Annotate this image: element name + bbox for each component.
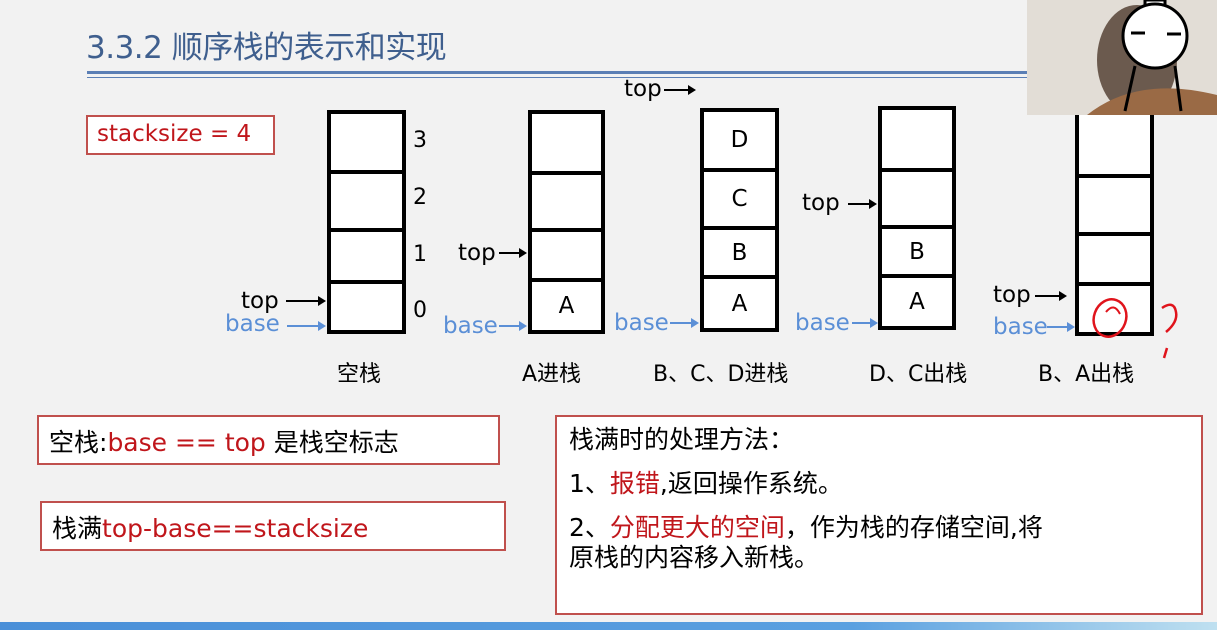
stack-cell: A xyxy=(532,278,601,330)
top-pointer-label: top xyxy=(802,190,840,216)
stack-cell xyxy=(331,280,402,330)
item-highlight: 报错 xyxy=(609,469,660,498)
top-pointer-label: top xyxy=(993,282,1031,308)
top-arrow-icon xyxy=(848,199,877,209)
stack-cell xyxy=(331,170,402,228)
item-number: 1、 xyxy=(569,469,610,498)
stack-cell: A xyxy=(704,275,775,328)
base-arrow-icon xyxy=(670,318,699,328)
index-label: 3 xyxy=(413,128,427,153)
index-label: 2 xyxy=(413,185,427,210)
stack-caption: D、C出栈 xyxy=(869,362,968,387)
stack-ba-popped xyxy=(1075,108,1154,336)
stack-cell: B xyxy=(882,225,952,274)
stack-cell: C xyxy=(704,168,775,226)
top-pointer-label: top xyxy=(458,240,496,266)
item-text: ,返回操作系统。 xyxy=(659,469,843,498)
title-underline xyxy=(87,71,1032,74)
full-prefix: 栈满 xyxy=(52,514,103,543)
handwritten-circle-question-icon xyxy=(1092,298,1178,359)
stack-caption: A进栈 xyxy=(522,362,582,387)
stack-caption: B、C、D进栈 xyxy=(653,362,789,387)
full-condition: top-base==stacksize xyxy=(102,514,369,543)
stack-cell xyxy=(1079,174,1150,232)
stack-caption: B、A出栈 xyxy=(1038,362,1135,387)
top-arrow-icon xyxy=(286,296,326,306)
stack-cell xyxy=(331,114,402,170)
stack-cell xyxy=(532,114,601,171)
base-arrow-icon xyxy=(287,321,326,331)
stack-a-pushed: A xyxy=(528,110,605,334)
overflow-handling-box: 栈满时的处理方法： 1、报错,返回操作系统。 2、分配更大的空间，作为栈的存储空… xyxy=(555,415,1203,615)
stack-cell: D xyxy=(730,127,749,153)
stack-cell: B xyxy=(704,226,775,275)
title-underline-thin xyxy=(87,77,1032,78)
stack-cell xyxy=(1079,112,1150,174)
base-pointer-label: base xyxy=(614,310,669,336)
webcam-overlay xyxy=(1027,0,1217,115)
top-pointer-label: top xyxy=(624,76,662,102)
empty-suffix: 是栈空标志 xyxy=(265,428,399,457)
index-label: 1 xyxy=(413,242,427,267)
stack-cell xyxy=(532,228,601,278)
empty-stack-condition-box: 空栈:base == top 是栈空标志 xyxy=(37,415,500,465)
base-arrow-icon xyxy=(499,321,527,331)
stack-cell: A xyxy=(882,274,952,326)
stack-cell xyxy=(1079,282,1150,332)
overflow-item-2: 2、分配更大的空间，作为栈的存储空间,将 xyxy=(569,513,1201,543)
stack-dc-popped: B A xyxy=(878,106,956,330)
stack-cell xyxy=(532,171,601,228)
stack-bcd-pushed: D C B A xyxy=(700,108,779,332)
item-highlight: 分配更大的空间 xyxy=(609,513,785,542)
top-arrow-icon xyxy=(1035,291,1067,301)
top-arrow-icon xyxy=(664,85,696,95)
base-pointer-label: base xyxy=(993,314,1048,340)
base-arrow-icon xyxy=(1047,322,1075,332)
empty-prefix: 空栈: xyxy=(49,428,108,457)
stack-cell xyxy=(882,110,952,168)
base-pointer-label: base xyxy=(443,313,498,339)
stacksize-label: stacksize = 4 xyxy=(86,115,275,155)
empty-condition: base == top xyxy=(107,428,266,457)
item-number: 2、 xyxy=(569,513,610,542)
overflow-item-1: 1、报错,返回操作系统。 xyxy=(569,469,1201,499)
stack-caption: 空栈 xyxy=(337,362,382,387)
stack-cell xyxy=(882,168,952,225)
overflow-item-2-continued: 原栈的内容移入新栈。 xyxy=(569,543,820,572)
slide-bottom-bar xyxy=(0,622,1217,630)
top-arrow-icon xyxy=(499,248,527,258)
item-text: ，作为栈的存储空间,将 xyxy=(784,513,1043,542)
stack-cell xyxy=(1079,232,1150,282)
base-arrow-icon xyxy=(852,318,878,328)
base-pointer-label: base xyxy=(795,310,850,336)
slide-title: 3.3.2 顺序栈的表示和实现 xyxy=(86,30,447,66)
stack-empty xyxy=(327,110,406,334)
overflow-heading: 栈满时的处理方法： xyxy=(569,425,795,454)
webcam-avatar-icon xyxy=(1027,0,1217,115)
index-label: 0 xyxy=(413,298,427,323)
top-pointer-label: top xyxy=(241,288,279,314)
full-stack-condition-box: 栈满top-base==stacksize xyxy=(40,501,506,551)
base-pointer-label: base xyxy=(225,311,280,337)
stack-cell xyxy=(331,228,402,280)
